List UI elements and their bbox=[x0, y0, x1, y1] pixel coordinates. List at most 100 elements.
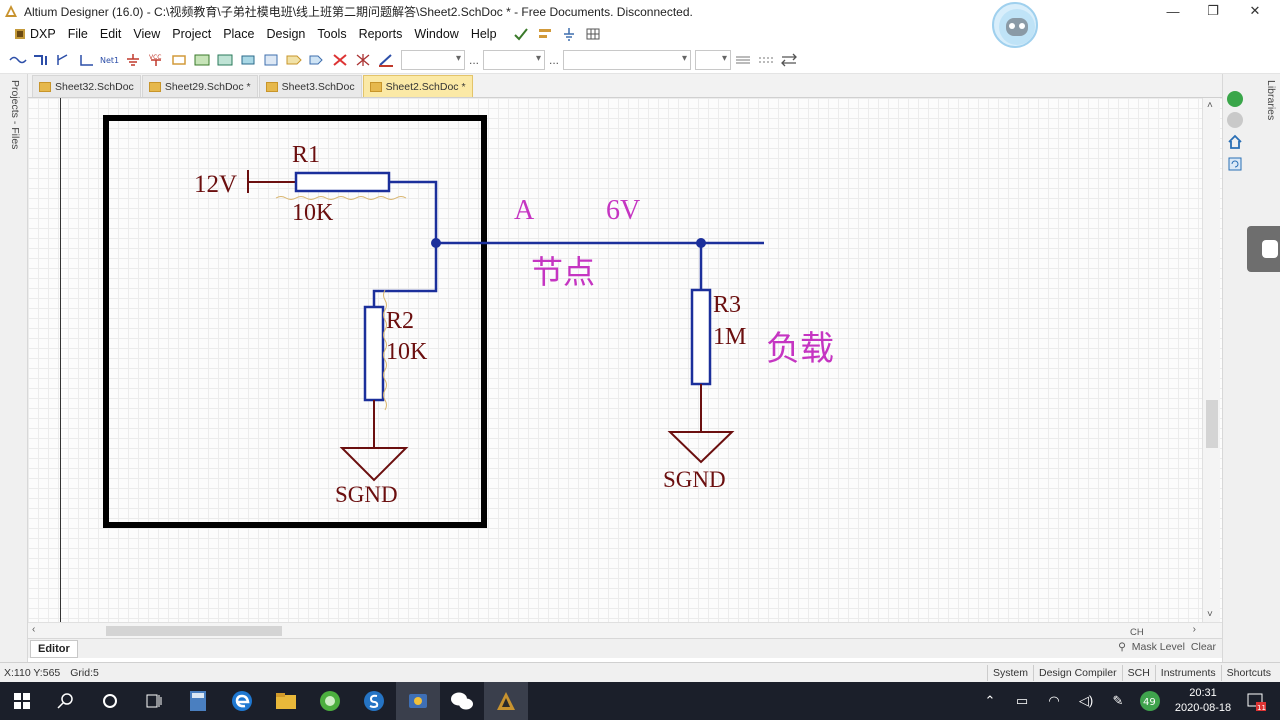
font-combo[interactable] bbox=[401, 49, 465, 70]
notification-icon[interactable]: 11 bbox=[1240, 682, 1272, 720]
hierarchy-tool-icon[interactable] bbox=[190, 51, 213, 69]
minimize-button[interactable]: — bbox=[1150, 0, 1196, 22]
clock[interactable]: 20:31 2020-08-18 bbox=[1166, 686, 1240, 716]
panel-shortcuts[interactable]: Shortcuts bbox=[1220, 665, 1276, 681]
sheet-symbol-tool-icon[interactable] bbox=[213, 51, 236, 69]
menu-reports[interactable]: Reports bbox=[358, 27, 403, 41]
tab-sheet3[interactable]: Sheet3.SchDoc bbox=[258, 75, 362, 97]
user-avatar[interactable] bbox=[992, 2, 1038, 48]
start-button[interactable] bbox=[0, 682, 44, 720]
security-badge[interactable]: 49 bbox=[1134, 682, 1166, 720]
blue-s-app[interactable] bbox=[352, 682, 396, 720]
scroll-left-icon[interactable]: ‹ bbox=[32, 624, 36, 635]
vertical-scroll-thumb[interactable] bbox=[1206, 400, 1218, 448]
show-desktop-button[interactable] bbox=[1272, 682, 1280, 720]
check-toolbar-icon[interactable] bbox=[511, 25, 531, 43]
green-app[interactable] bbox=[308, 682, 352, 720]
schematic-canvas[interactable]: 12V R1 10K R2 10K SGND R3 1M bbox=[28, 98, 1222, 622]
scroll-up-icon[interactable]: ˄ bbox=[1207, 100, 1213, 111]
menu-project[interactable]: Project bbox=[172, 27, 212, 41]
floating-panel-tab[interactable] bbox=[1247, 226, 1280, 272]
sheet-entry-tool-icon[interactable] bbox=[236, 51, 259, 69]
signal-harness-tool-icon[interactable] bbox=[75, 51, 98, 69]
restore-button[interactable]: ❐ bbox=[1190, 0, 1236, 22]
wire-tool-icon[interactable] bbox=[6, 51, 29, 69]
calculator-app[interactable] bbox=[176, 682, 220, 720]
r1-body[interactable] bbox=[294, 171, 391, 193]
mask-level-button[interactable]: Mask Level bbox=[1131, 641, 1185, 653]
windows-taskbar: ⌃ ▭ ◠ ◁) ✎ 49 20:31 2020-08-18 11 bbox=[0, 682, 1280, 720]
menu-file[interactable]: File bbox=[67, 27, 88, 41]
menu-window[interactable]: Window bbox=[414, 27, 459, 41]
part-tool-icon[interactable] bbox=[167, 51, 190, 69]
search-button[interactable] bbox=[44, 682, 88, 720]
menu-design[interactable]: Design bbox=[266, 27, 306, 41]
filter-icon[interactable]: ⚲ bbox=[1118, 641, 1126, 653]
dash-style-icon[interactable] bbox=[754, 51, 777, 69]
refresh-icon[interactable] bbox=[1227, 156, 1243, 172]
line-style-icon[interactable] bbox=[731, 51, 754, 69]
bus-entry-tool-icon[interactable] bbox=[52, 51, 75, 69]
horizontal-scrollbar[interactable]: ‹ › bbox=[28, 622, 1222, 638]
menu-dxp[interactable]: DXP bbox=[8, 27, 62, 41]
wechat-app[interactable] bbox=[440, 682, 484, 720]
libraries-panel[interactable] bbox=[1222, 74, 1280, 664]
volume-icon[interactable]: ◁) bbox=[1078, 693, 1094, 708]
tab-sheet32[interactable]: Sheet32.SchDoc bbox=[32, 75, 141, 97]
scroll-down-icon[interactable]: ˅ bbox=[1207, 609, 1213, 620]
tab-sheet29[interactable]: Sheet29.SchDoc * bbox=[141, 75, 258, 97]
gnd-port-tool-icon[interactable] bbox=[121, 51, 144, 69]
panel-design-compiler[interactable]: Design Compiler bbox=[1032, 665, 1122, 681]
s-logo-app-icon bbox=[364, 691, 384, 711]
home-icon[interactable] bbox=[1227, 134, 1243, 150]
horizontal-scroll-thumb[interactable] bbox=[106, 626, 282, 636]
cortana-button[interactable] bbox=[88, 682, 132, 720]
r2-body[interactable] bbox=[363, 305, 385, 402]
tray-expand-icon[interactable]: ⌃ bbox=[984, 693, 996, 708]
panel-sch[interactable]: SCH bbox=[1121, 665, 1155, 681]
r3-body[interactable] bbox=[690, 288, 712, 386]
menu-help[interactable]: Help bbox=[470, 27, 497, 41]
projects-files-panel[interactable] bbox=[0, 74, 28, 664]
ground-toolbar-icon[interactable] bbox=[559, 25, 579, 43]
grid-toolbar-icon[interactable] bbox=[583, 25, 603, 43]
tab-sheet2[interactable]: Sheet2.SchDoc * bbox=[362, 75, 473, 97]
battery-icon[interactable]: ▭ bbox=[1015, 693, 1029, 708]
editor-tab[interactable]: Editor bbox=[30, 639, 78, 658]
wifi-icon[interactable]: ◠ bbox=[1048, 693, 1060, 708]
bus-tool-icon[interactable] bbox=[29, 51, 52, 69]
screen-recorder-app[interactable] bbox=[396, 682, 440, 720]
vcc-port-tool-icon[interactable]: VCC bbox=[144, 51, 167, 69]
no-erc-tool-icon[interactable] bbox=[328, 51, 351, 69]
distribute-icon[interactable] bbox=[777, 51, 800, 69]
close-button[interactable]: ✕ bbox=[1232, 0, 1278, 22]
file-explorer-app[interactable] bbox=[264, 682, 308, 720]
net-label-tool-icon[interactable]: Net1 bbox=[98, 51, 121, 69]
panel-instruments[interactable]: Instruments bbox=[1154, 665, 1221, 681]
forward-nav-icon[interactable] bbox=[1227, 91, 1243, 107]
menu-place[interactable]: Place bbox=[223, 27, 255, 41]
edge-app[interactable] bbox=[220, 682, 264, 720]
projects-files-label[interactable]: Projects - Files bbox=[9, 80, 21, 150]
compile-mask-tool-icon[interactable] bbox=[351, 51, 374, 69]
menu-view[interactable]: View bbox=[133, 27, 161, 41]
style-combo[interactable] bbox=[563, 49, 692, 70]
align-toolbar-icon[interactable] bbox=[535, 25, 555, 43]
width-combo[interactable] bbox=[695, 49, 732, 70]
off-sheet-connector-tool-icon[interactable] bbox=[305, 51, 328, 69]
menu-edit[interactable]: Edit bbox=[99, 27, 122, 41]
pen-icon[interactable]: ✎ bbox=[1112, 693, 1124, 708]
port-tool-icon[interactable] bbox=[282, 51, 305, 69]
clear-button[interactable]: Clear bbox=[1190, 641, 1216, 653]
back-nav-icon[interactable] bbox=[1227, 112, 1243, 128]
altium-designer-app[interactable] bbox=[484, 682, 528, 720]
vertical-scrollbar[interactable]: ˄ ˅ bbox=[1202, 98, 1220, 622]
task-view-button[interactable] bbox=[132, 682, 176, 720]
scroll-right-icon[interactable]: › bbox=[1192, 624, 1196, 635]
menu-tools[interactable]: Tools bbox=[317, 27, 347, 41]
line-color-icon[interactable] bbox=[374, 51, 397, 69]
device-sheet-tool-icon[interactable] bbox=[259, 51, 282, 69]
panel-system[interactable]: System bbox=[986, 665, 1033, 681]
libraries-label[interactable]: Libraries bbox=[1265, 80, 1277, 121]
size-combo[interactable] bbox=[483, 49, 546, 70]
